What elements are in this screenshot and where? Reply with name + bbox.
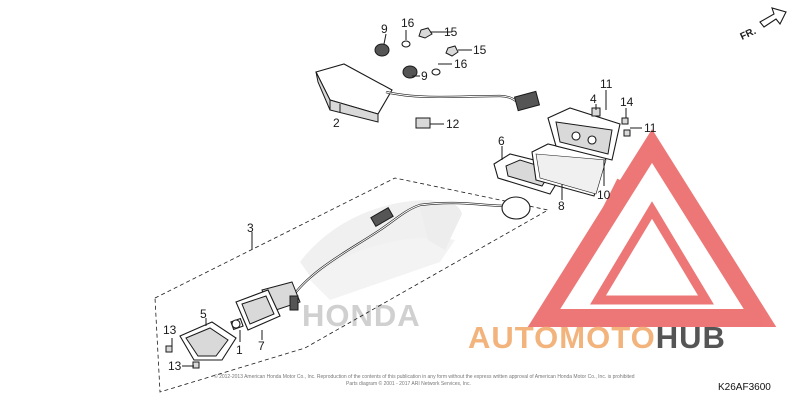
callout-13: 13	[168, 359, 182, 373]
honda-wing-background	[300, 200, 462, 300]
watermark-text: AUTOMOTOHUB	[468, 320, 726, 355]
watermark-triangle-logo	[527, 129, 777, 327]
callout-labels: 9 16 15 15 16 9 2 12 6 8 10 4 11 14 11 3…	[163, 16, 657, 373]
callout-9: 9	[421, 69, 428, 83]
part-2-housing	[315, 63, 541, 123]
assembly-outline	[154, 177, 550, 393]
callout-6: 6	[498, 134, 505, 148]
watermark-part-1: AUTOMOTO	[468, 320, 656, 355]
callout-14: 14	[620, 95, 634, 109]
grommets-and-fasteners	[374, 27, 459, 129]
callout-15: 15	[473, 43, 487, 57]
callout-3: 3	[247, 221, 254, 235]
watermark-part-2: HUB	[656, 320, 726, 355]
leader-lines	[171, 30, 642, 367]
callout-7: 7	[258, 339, 265, 353]
front-direction-label: FR.	[739, 26, 758, 43]
copyright-text-2: Parts diagram © 2001 - 2017 ARI Network …	[346, 380, 471, 387]
callout-1: 1	[236, 343, 243, 357]
callout-12: 12	[446, 117, 460, 131]
diagram-code: K26AF3600	[718, 382, 771, 393]
tail-lamp-parts	[493, 107, 631, 197]
license-light-parts	[165, 289, 281, 369]
part-3-harness	[261, 196, 531, 313]
callout-5: 5	[200, 307, 207, 321]
callout-15: 15	[444, 25, 458, 39]
front-arrow-icon	[759, 7, 787, 28]
front-direction-indicator: FR.	[739, 7, 787, 43]
callout-4: 4	[590, 92, 597, 106]
honda-background-text: HONDA	[302, 298, 421, 333]
callout-9: 9	[381, 22, 388, 36]
callout-13: 13	[163, 323, 177, 337]
callout-16: 16	[401, 16, 415, 30]
callout-11: 11	[600, 77, 613, 91]
callout-10: 10	[597, 188, 611, 202]
callout-16: 16	[454, 57, 468, 71]
callout-8: 8	[558, 199, 565, 213]
callout-2: 2	[333, 116, 340, 130]
copyright-text: © 2012-2013 American Honda Motor Co., In…	[214, 373, 635, 380]
callout-11: 11	[644, 121, 657, 135]
